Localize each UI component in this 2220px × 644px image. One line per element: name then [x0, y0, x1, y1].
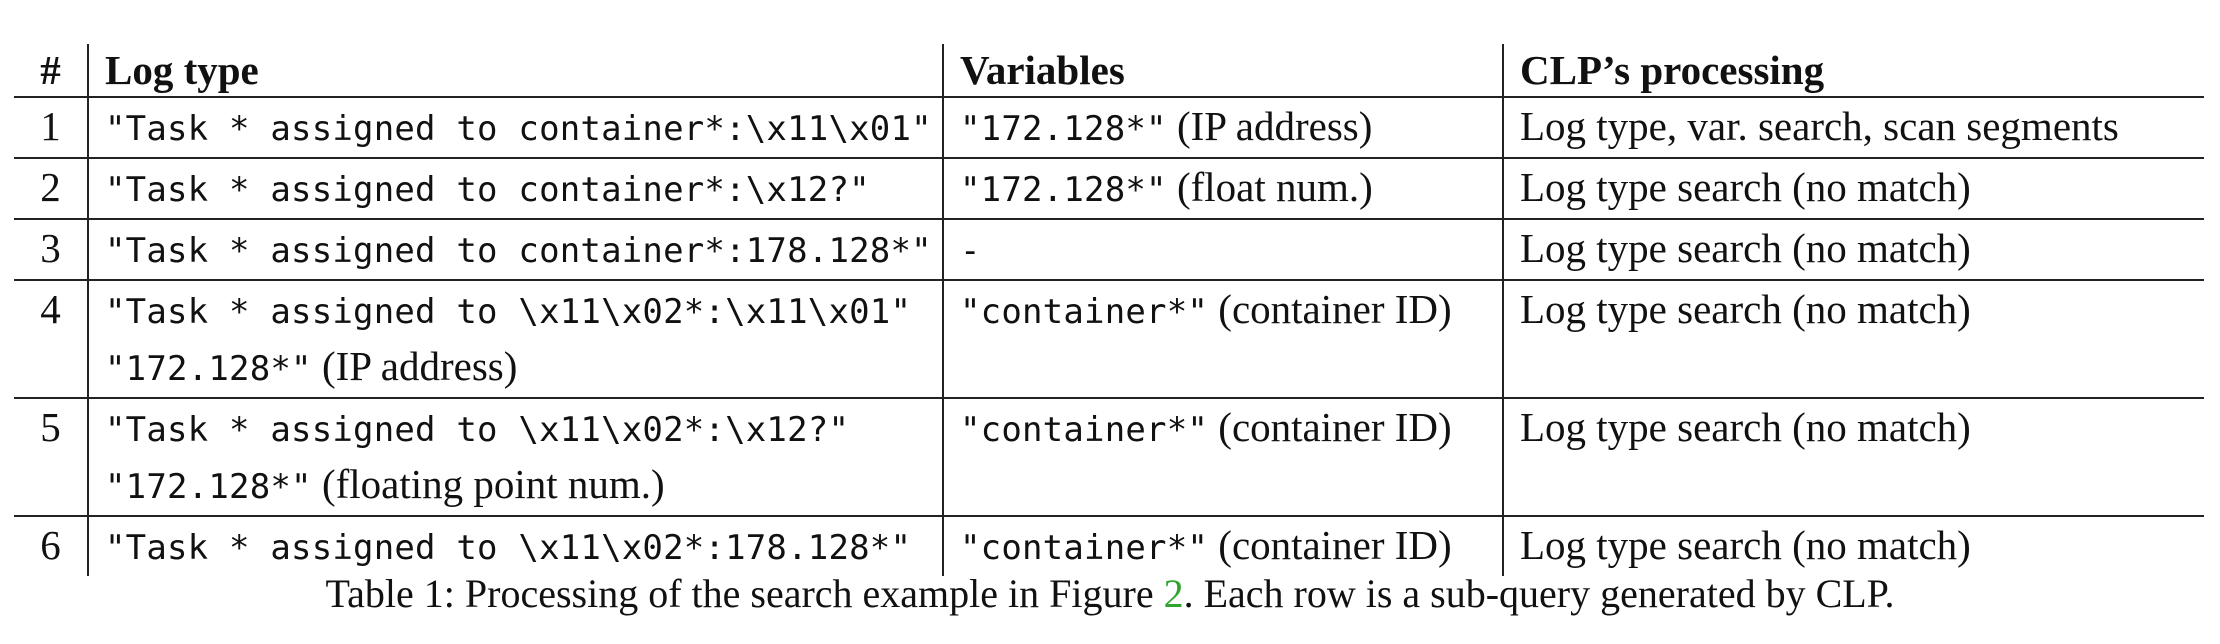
variable-code: "container*"	[960, 528, 1209, 568]
log-type-line: "Task * assigned to \x11\x02*:178.128*"	[105, 518, 930, 575]
log-type-line: "Task * assigned to \x11\x02*:\x11\x01"	[105, 282, 930, 339]
log-type-line-2: "172.128*" (floating point num.)	[105, 457, 930, 514]
processing-cell: Log type search (no match)	[1502, 158, 2204, 219]
sub-query-table: # Log type Variables CLP’s processing 1 …	[14, 44, 2204, 576]
variables-cell: "container*" (container ID)	[942, 516, 1503, 576]
variable-code: "container*"	[960, 410, 1209, 450]
variable-code: "container*"	[960, 292, 1209, 332]
variables-cell: "container*" (container ID)	[942, 398, 1503, 516]
row-number: 6	[40, 522, 61, 568]
header-processing: CLP’s processing	[1502, 44, 2204, 97]
variable-note: (float num.)	[1166, 164, 1373, 210]
table-row: 2 "Task * assigned to container*:\x12?" …	[14, 158, 2204, 219]
variable-note: (container ID)	[1208, 522, 1452, 568]
log-type-code: "Task * assigned to container*:\x12?"	[105, 170, 870, 210]
processing-cell: Log type search (no match)	[1502, 516, 2204, 576]
log-type-line: "Task * assigned to \x11\x02*:\x12?"	[105, 400, 930, 457]
row-number: 4	[40, 286, 61, 332]
caption-label: Table 1:	[325, 571, 455, 616]
variable-note: (container ID)	[1208, 404, 1452, 450]
header-variables: Variables	[942, 44, 1503, 97]
caption-text-before: Processing of the search example in Figu…	[454, 571, 1164, 616]
log-type-line: "Task * assigned to container*:\x11\x01"	[105, 99, 932, 156]
log-type-cell: "Task * assigned to \x11\x02*:\x11\x01" …	[87, 280, 943, 398]
log-type-note-2: (floating point num.)	[311, 461, 665, 507]
log-type-code: "Task * assigned to \x11\x02*:\x11\x01"	[105, 292, 912, 332]
variables-cell: "172.128*" (IP address)	[942, 97, 1503, 158]
log-type-code: "Task * assigned to container*:178.128*"	[105, 231, 932, 271]
variables-cell: -	[942, 219, 1503, 280]
table-row: 4 "Task * assigned to \x11\x02*:\x11\x01…	[14, 280, 2204, 398]
log-type-cell: "Task * assigned to container*:178.128*"	[87, 219, 943, 280]
log-type-line: "Task * assigned to container*:\x12?"	[105, 160, 930, 217]
variables-cell: "container*" (container ID)	[942, 280, 1503, 398]
header-log-type: Log type	[87, 44, 943, 97]
log-type-cell: "Task * assigned to container*:\x12?"	[87, 158, 943, 219]
table-row: 3 "Task * assigned to container*:178.128…	[14, 219, 2204, 280]
variable-note: (container ID)	[1208, 286, 1452, 332]
processing-cell: Log type, var. search, scan segments	[1502, 97, 2204, 158]
variable-note: (IP address)	[1166, 103, 1373, 149]
table-header-row: # Log type Variables CLP’s processing	[14, 44, 2204, 97]
table-caption: Table 1: Processing of the search exampl…	[0, 570, 2220, 618]
log-type-code-2: "172.128*"	[105, 349, 312, 389]
log-type-code-2: "172.128*"	[105, 467, 312, 507]
row-number: 5	[40, 404, 61, 450]
table-row: 6 "Task * assigned to \x11\x02*:178.128*…	[14, 516, 2204, 576]
log-type-code: "Task * assigned to \x11\x02*:178.128*"	[105, 528, 912, 568]
log-type-line-2: "172.128*" (IP address)	[105, 339, 930, 396]
variable-code: "172.128*"	[960, 170, 1167, 210]
figure-reference-link[interactable]: 2	[1163, 571, 1184, 616]
processing-cell: Log type search (no match)	[1502, 219, 2204, 280]
log-type-note-2: (IP address)	[311, 343, 518, 389]
log-type-code: "Task * assigned to container*:\x11\x01"	[105, 109, 932, 149]
variable-code: "172.128*"	[960, 109, 1167, 149]
log-type-code: "Task * assigned to \x11\x02*:\x12?"	[105, 410, 850, 450]
row-number: 3	[40, 225, 61, 271]
variable-code: -	[960, 231, 981, 271]
caption-text-after: . Each row is a sub-query generated by C…	[1183, 571, 1895, 616]
row-number: 2	[40, 164, 61, 210]
log-type-cell: "Task * assigned to container*:\x11\x01"	[87, 97, 943, 158]
results-table-container: # Log type Variables CLP’s processing 1 …	[14, 44, 2204, 576]
variables-cell: "172.128*" (float num.)	[942, 158, 1503, 219]
processing-cell: Log type search (no match)	[1502, 398, 2204, 516]
table-row: 5 "Task * assigned to \x11\x02*:\x12?" "…	[14, 398, 2204, 516]
log-type-cell: "Task * assigned to \x11\x02*:\x12?" "17…	[87, 398, 943, 516]
log-type-cell: "Task * assigned to \x11\x02*:178.128*"	[87, 516, 943, 576]
row-number: 1	[40, 103, 61, 149]
table-row: 1 "Task * assigned to container*:\x11\x0…	[14, 97, 2204, 158]
header-num: #	[40, 47, 61, 93]
processing-cell: Log type search (no match)	[1502, 280, 2204, 398]
log-type-line: "Task * assigned to container*:178.128*"	[105, 221, 932, 278]
